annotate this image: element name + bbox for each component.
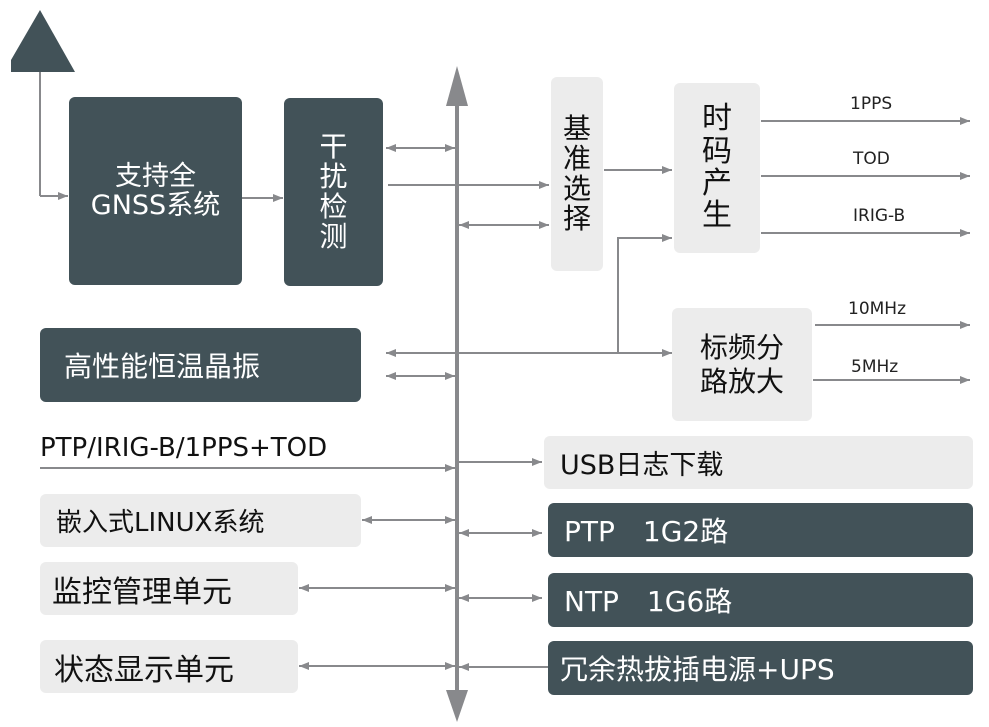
usb-log-download-box: USB日志下载 <box>544 436 973 489</box>
antenna-triangle-icon <box>11 10 75 72</box>
interference-char: 扰 <box>319 159 348 193</box>
timecode-generation-box: 时 码 产 生 <box>674 83 760 253</box>
ocxo-to-timecode-line <box>617 234 672 353</box>
reference-char: 基 <box>562 111 591 145</box>
gnss-system-box: 支持全 GNSS系统 <box>69 97 242 285</box>
interference-char: 干 <box>319 129 348 163</box>
timecode-char: 码 <box>702 133 732 169</box>
ptp-label: PTP 1G2路 <box>564 515 729 548</box>
bus-up-arrowhead <box>446 66 468 106</box>
gnss-line-1: 支持全 <box>115 160 196 192</box>
output-label-irigb: IRIG-B <box>853 206 906 226</box>
interference-char: 检 <box>319 190 348 223</box>
output-label-5mhz: 5MHz <box>851 357 899 377</box>
ptp-box: PTP 1G2路 <box>548 503 973 557</box>
ocxo-box: 高性能恒温晶振 <box>40 328 361 402</box>
power-label: 冗余热拔插电源+UPS <box>560 653 835 686</box>
reference-char: 选 <box>562 172 591 205</box>
freq-line-1: 标频分 <box>699 330 784 364</box>
linux-label: 嵌入式LINUX系统 <box>56 508 265 538</box>
interference-detection-box: 干 扰 检 测 <box>284 98 383 286</box>
status-label: 状态显示单元 <box>54 652 234 688</box>
timecode-char: 产 <box>702 166 732 201</box>
monitor-label: 监控管理单元 <box>52 574 232 610</box>
external-input-label: PTP/IRIG-B/1PPS+TOD <box>40 433 328 463</box>
reference-select-box: 基 准 选 择 <box>551 77 603 271</box>
reference-char: 择 <box>562 202 591 236</box>
output-label-tod: TOD <box>853 149 890 169</box>
interference-char: 测 <box>319 220 348 254</box>
linux-system-box: 嵌入式LINUX系统 <box>40 494 361 547</box>
reference-char: 准 <box>562 141 591 175</box>
ntp-label: NTP 1G6路 <box>564 585 733 618</box>
ocxo-label: 高性能恒温晶振 <box>64 350 261 383</box>
freq-line-2: 路放大 <box>699 364 784 398</box>
redundant-power-box: 冗余热拔插电源+UPS <box>548 641 973 695</box>
status-display-box: 状态显示单元 <box>40 640 298 693</box>
output-label-10mhz: 10MHz <box>848 299 907 319</box>
ntp-box: NTP 1G6路 <box>548 573 973 627</box>
monitor-management-box: 监控管理单元 <box>40 562 298 615</box>
timecode-char: 时 <box>702 101 732 137</box>
frequency-distribution-box: 标频分 路放大 <box>672 308 812 421</box>
bus-down-arrowhead <box>446 690 468 722</box>
timecode-char: 生 <box>702 198 732 234</box>
usb-label: USB日志下载 <box>560 450 724 481</box>
gnss-line-2: GNSS系统 <box>90 190 221 221</box>
output-label-1pps: 1PPS <box>850 94 893 114</box>
